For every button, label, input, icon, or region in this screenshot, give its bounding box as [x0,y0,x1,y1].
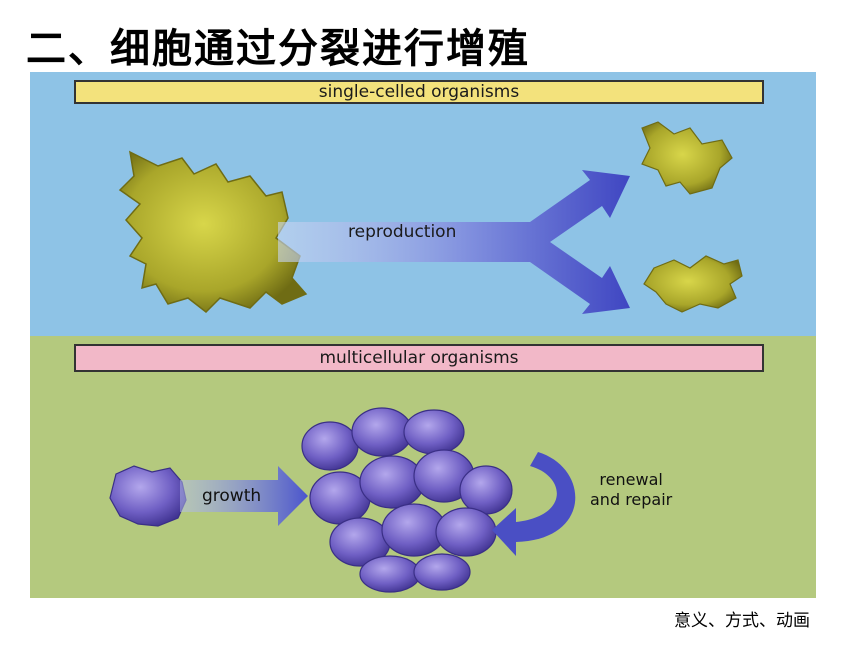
single-celled-label: single-celled organisms [74,80,764,104]
cell-cluster [301,407,513,593]
parent-amoeba [118,150,308,313]
reproduction-label: reproduction [348,222,457,242]
figure-illustration [109,121,743,593]
growth-arrow [180,466,308,526]
reproduction-arrow [278,170,630,314]
renewal-label-line2: and repair [590,490,673,509]
renewal-label-line1: renewal [599,470,663,489]
daughter-amoeba-bottom [643,255,743,313]
growth-label: growth [202,486,262,506]
slide-title: 二、细胞通过分裂进行增殖 [26,26,530,72]
daughter-amoeba-top [641,121,733,195]
multicellular-label: multicellular organisms [74,344,764,372]
single-cell [109,465,187,527]
cell-division-figure: single-celled organisms multicellular or… [30,72,816,598]
caption-links[interactable]: 意义、方式、动画 [674,611,810,631]
renewal-arrow [492,452,576,556]
renewal-repair-label: renewal and repair [590,470,672,510]
